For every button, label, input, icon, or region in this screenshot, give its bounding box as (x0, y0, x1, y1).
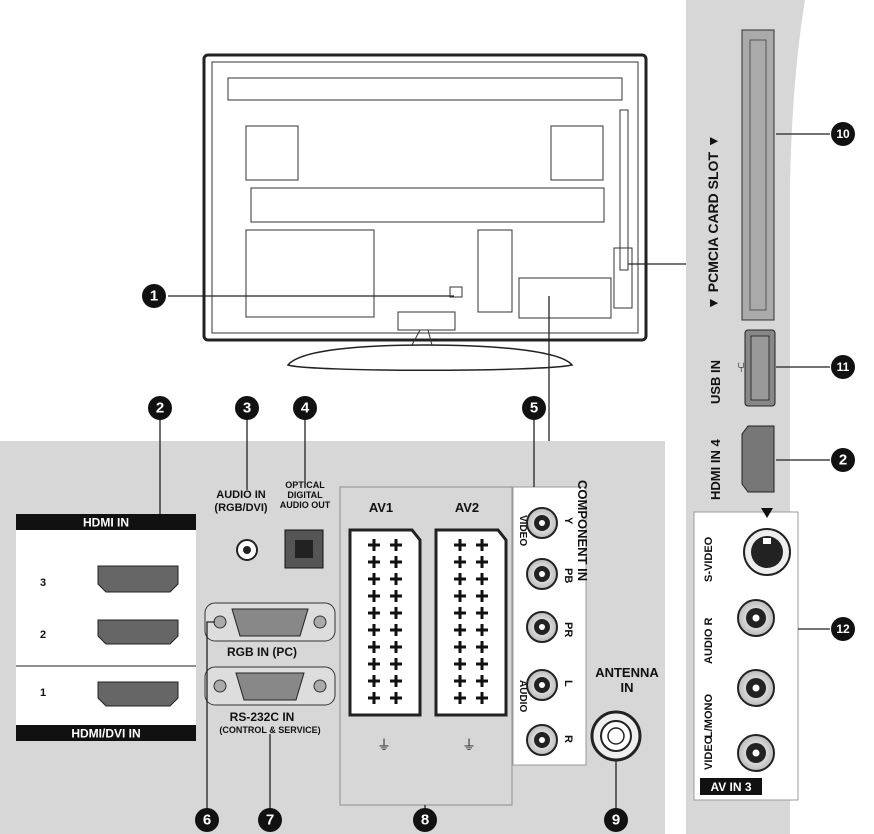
hdmi-in-4-label: HDMI IN 4 (708, 439, 723, 500)
svideo-label: S-VIDEO (703, 536, 715, 582)
svg-text:9: 9 (612, 812, 620, 829)
hdmi-dvi-in-footer: HDMI/DVI IN (71, 727, 140, 741)
hdmi-port-3-label: 3 (40, 577, 46, 589)
pcmcia-label: ▼ PCMCIA CARD SLOT ▼ (705, 134, 721, 310)
svideo-port[interactable] (743, 528, 791, 576)
ground-icon: ⏚ (377, 737, 391, 753)
optical-label-2: DIGITAL (287, 490, 323, 500)
component-y-label: Y (562, 517, 574, 525)
svg-text:2: 2 (156, 400, 164, 417)
hdmi-in-header: HDMI IN (83, 516, 129, 530)
svg-text:10: 10 (836, 127, 850, 141)
rs232c-label: RS-232C IN (230, 710, 295, 724)
callout-badge-10: 10 (831, 122, 855, 146)
hdmi-4-port[interactable] (741, 425, 775, 493)
antenna-sublabel: IN (621, 680, 634, 695)
side-av-jack[interactable] (737, 669, 775, 707)
svg-text:6: 6 (203, 812, 211, 829)
usb-in-label: USB IN (708, 360, 723, 404)
component-jack[interactable] (526, 669, 558, 701)
component-jack[interactable] (526, 558, 558, 590)
callout-badge-6: 6 (195, 808, 219, 832)
hdmi-port-2-label: 2 (40, 629, 46, 641)
svg-text:7: 7 (266, 812, 274, 829)
antenna-in-jack[interactable] (590, 710, 642, 762)
ground-icon: ⏚ (462, 737, 476, 753)
callout-badge-3: 3 (235, 396, 259, 420)
callout-badge-7: 7 (258, 808, 282, 832)
hdmi-port-1[interactable] (97, 681, 179, 707)
scart-av2-port[interactable] (434, 528, 508, 717)
callout-badge-5: 5 (522, 396, 546, 420)
audio-in-sublabel: (RGB/DVI) (214, 502, 268, 514)
av2-label: AV2 (455, 500, 479, 515)
rs232c-sublabel: (CONTROL & SERVICE) (219, 725, 320, 735)
component-video-label: VIDEO (517, 515, 528, 546)
component-audio-label: AUDIO (517, 680, 528, 712)
svg-text:3: 3 (243, 400, 251, 417)
side-panel: ▼ PCMCIA CARD SLOT ▼ USB IN ⑂ HDMI IN 4 … (693, 29, 799, 801)
hdmi-port-3[interactable] (97, 565, 179, 593)
rgb-in-label: RGB IN (PC) (227, 645, 297, 659)
component-r-label: R (562, 735, 574, 743)
video-label: VIDEO (703, 735, 715, 770)
component-group: COMPONENT IN VIDEO AUDIO Y PB PR L R (512, 480, 590, 766)
tv-back-illustration (202, 53, 648, 371)
component-jack[interactable] (526, 611, 558, 643)
svg-text:11: 11 (837, 360, 850, 374)
component-jack[interactable] (526, 507, 558, 539)
side-av-jack[interactable] (737, 599, 775, 637)
svg-text:5: 5 (530, 400, 538, 417)
callout-badge-8: 8 (413, 808, 437, 832)
antenna-group: ANTENNA IN (590, 665, 659, 762)
dsub-group: RGB IN (PC) RS-232C IN (CONTROL & SERVIC… (204, 602, 336, 735)
callout-badge-9: 9 (604, 808, 628, 832)
hdmi-port-1-label: 1 (40, 687, 46, 699)
callout-badge-12: 12 (831, 617, 855, 641)
callout-badge-2: 2 (148, 396, 172, 420)
rgb-in-port[interactable] (204, 602, 336, 642)
callout-badge-11: 11 (831, 355, 855, 379)
audio-l-mono-label: L/MONO (703, 694, 715, 738)
usb-icon: ⑂ (737, 359, 745, 375)
antenna-label: ANTENNA (595, 665, 659, 680)
component-in-label: COMPONENT IN (575, 480, 590, 581)
svg-text:8: 8 (421, 812, 429, 829)
scart-av1-port[interactable] (348, 528, 422, 717)
hdmi-panel: HDMI IN HDMI/DVI IN 3 2 1 (16, 514, 196, 741)
scart-group: AV1 AV2 ⏚ ⏚ (339, 486, 513, 806)
component-pr-label: PR (562, 622, 574, 637)
audio-in-label: AUDIO IN (216, 489, 266, 501)
av1-label: AV1 (369, 500, 393, 515)
optical-label-1: OPTICAL (285, 480, 325, 490)
component-jack[interactable] (526, 724, 558, 756)
svg-text:12: 12 (836, 622, 850, 636)
audio-r-label: AUDIO R (703, 618, 715, 665)
rs232c-port[interactable] (204, 666, 336, 706)
svg-text:4: 4 (301, 400, 310, 417)
optical-label-3: AUDIO OUT (280, 500, 331, 510)
side-av-jack[interactable] (737, 734, 775, 772)
audio-optical-group: AUDIO IN (RGB/DVI) OPTICAL DIGITAL AUDIO… (214, 480, 331, 569)
callout-badge-1: 1 (142, 284, 166, 308)
svg-text:2: 2 (839, 452, 847, 469)
component-l-label: L (562, 680, 574, 687)
callout-badge-2: 2 (831, 448, 855, 472)
component-pb-label: PB (562, 568, 574, 583)
svg-text:1: 1 (150, 288, 158, 305)
callout-badge-4: 4 (293, 396, 317, 420)
hdmi-port-2[interactable] (97, 619, 179, 645)
av-in-3-label: AV IN 3 (710, 780, 751, 794)
